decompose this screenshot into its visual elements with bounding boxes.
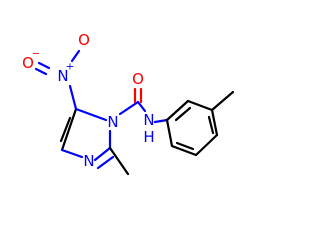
bond-carbonyl-amide-n [136, 100, 147, 113]
bond-c5-c4 [60, 107, 78, 152]
bond-n1-carbonyl [118, 100, 140, 116]
atom-ring-n1: N [107, 113, 118, 131]
bond-nitro-to-ring [68, 84, 78, 111]
bond-aryl-inner-b [207, 115, 215, 135]
atom-amide-h: H [143, 128, 154, 146]
bond-aryl-methyl [210, 90, 235, 112]
bond-n3-c2 [93, 146, 112, 162]
bond-n1-c5 [74, 107, 108, 122]
atom-carbonyl-o: O [132, 70, 144, 88]
bond-c4-n3 [60, 148, 84, 159]
bond-nitro-o-left [34, 67, 48, 76]
bond-amide-n-phenyl [153, 118, 169, 124]
atom-nitro-n-charge: + [66, 62, 74, 73]
bond-aryl-inner-a [174, 106, 192, 122]
atom-nitro-o-left-charge: − [32, 49, 40, 60]
bond-lines [34, 49, 235, 176]
bond-nitro-o-top [70, 49, 81, 63]
bond-n3-c2-inner [96, 155, 115, 170]
molecule-structure: O − N + O O N N N H [22, 31, 235, 176]
bond-aryl-6-1 [165, 118, 174, 148]
bond-aryl-1-2 [165, 99, 190, 122]
atom-nitro-o-top: O [78, 31, 90, 49]
atom-amide-n: N [143, 111, 154, 129]
bond-aryl-4-5 [194, 133, 219, 157]
bond-c2-methyl [108, 146, 130, 176]
atom-nitro-o-left: O [22, 54, 34, 72]
atom-ring-n3: N [83, 152, 94, 170]
bond-aryl-5-6 [170, 144, 198, 157]
atom-nitro-n: N [57, 67, 68, 85]
bond-aryl-3-4 [210, 108, 219, 137]
bond-aryl-inner-c [175, 141, 195, 151]
bond-aryl-2-3 [186, 99, 214, 112]
atom-labels: O − N + O O N N N H [22, 31, 155, 170]
bond-c5-c4-inner [59, 116, 72, 143]
bond-nitro-o-left-second [37, 61, 51, 70]
